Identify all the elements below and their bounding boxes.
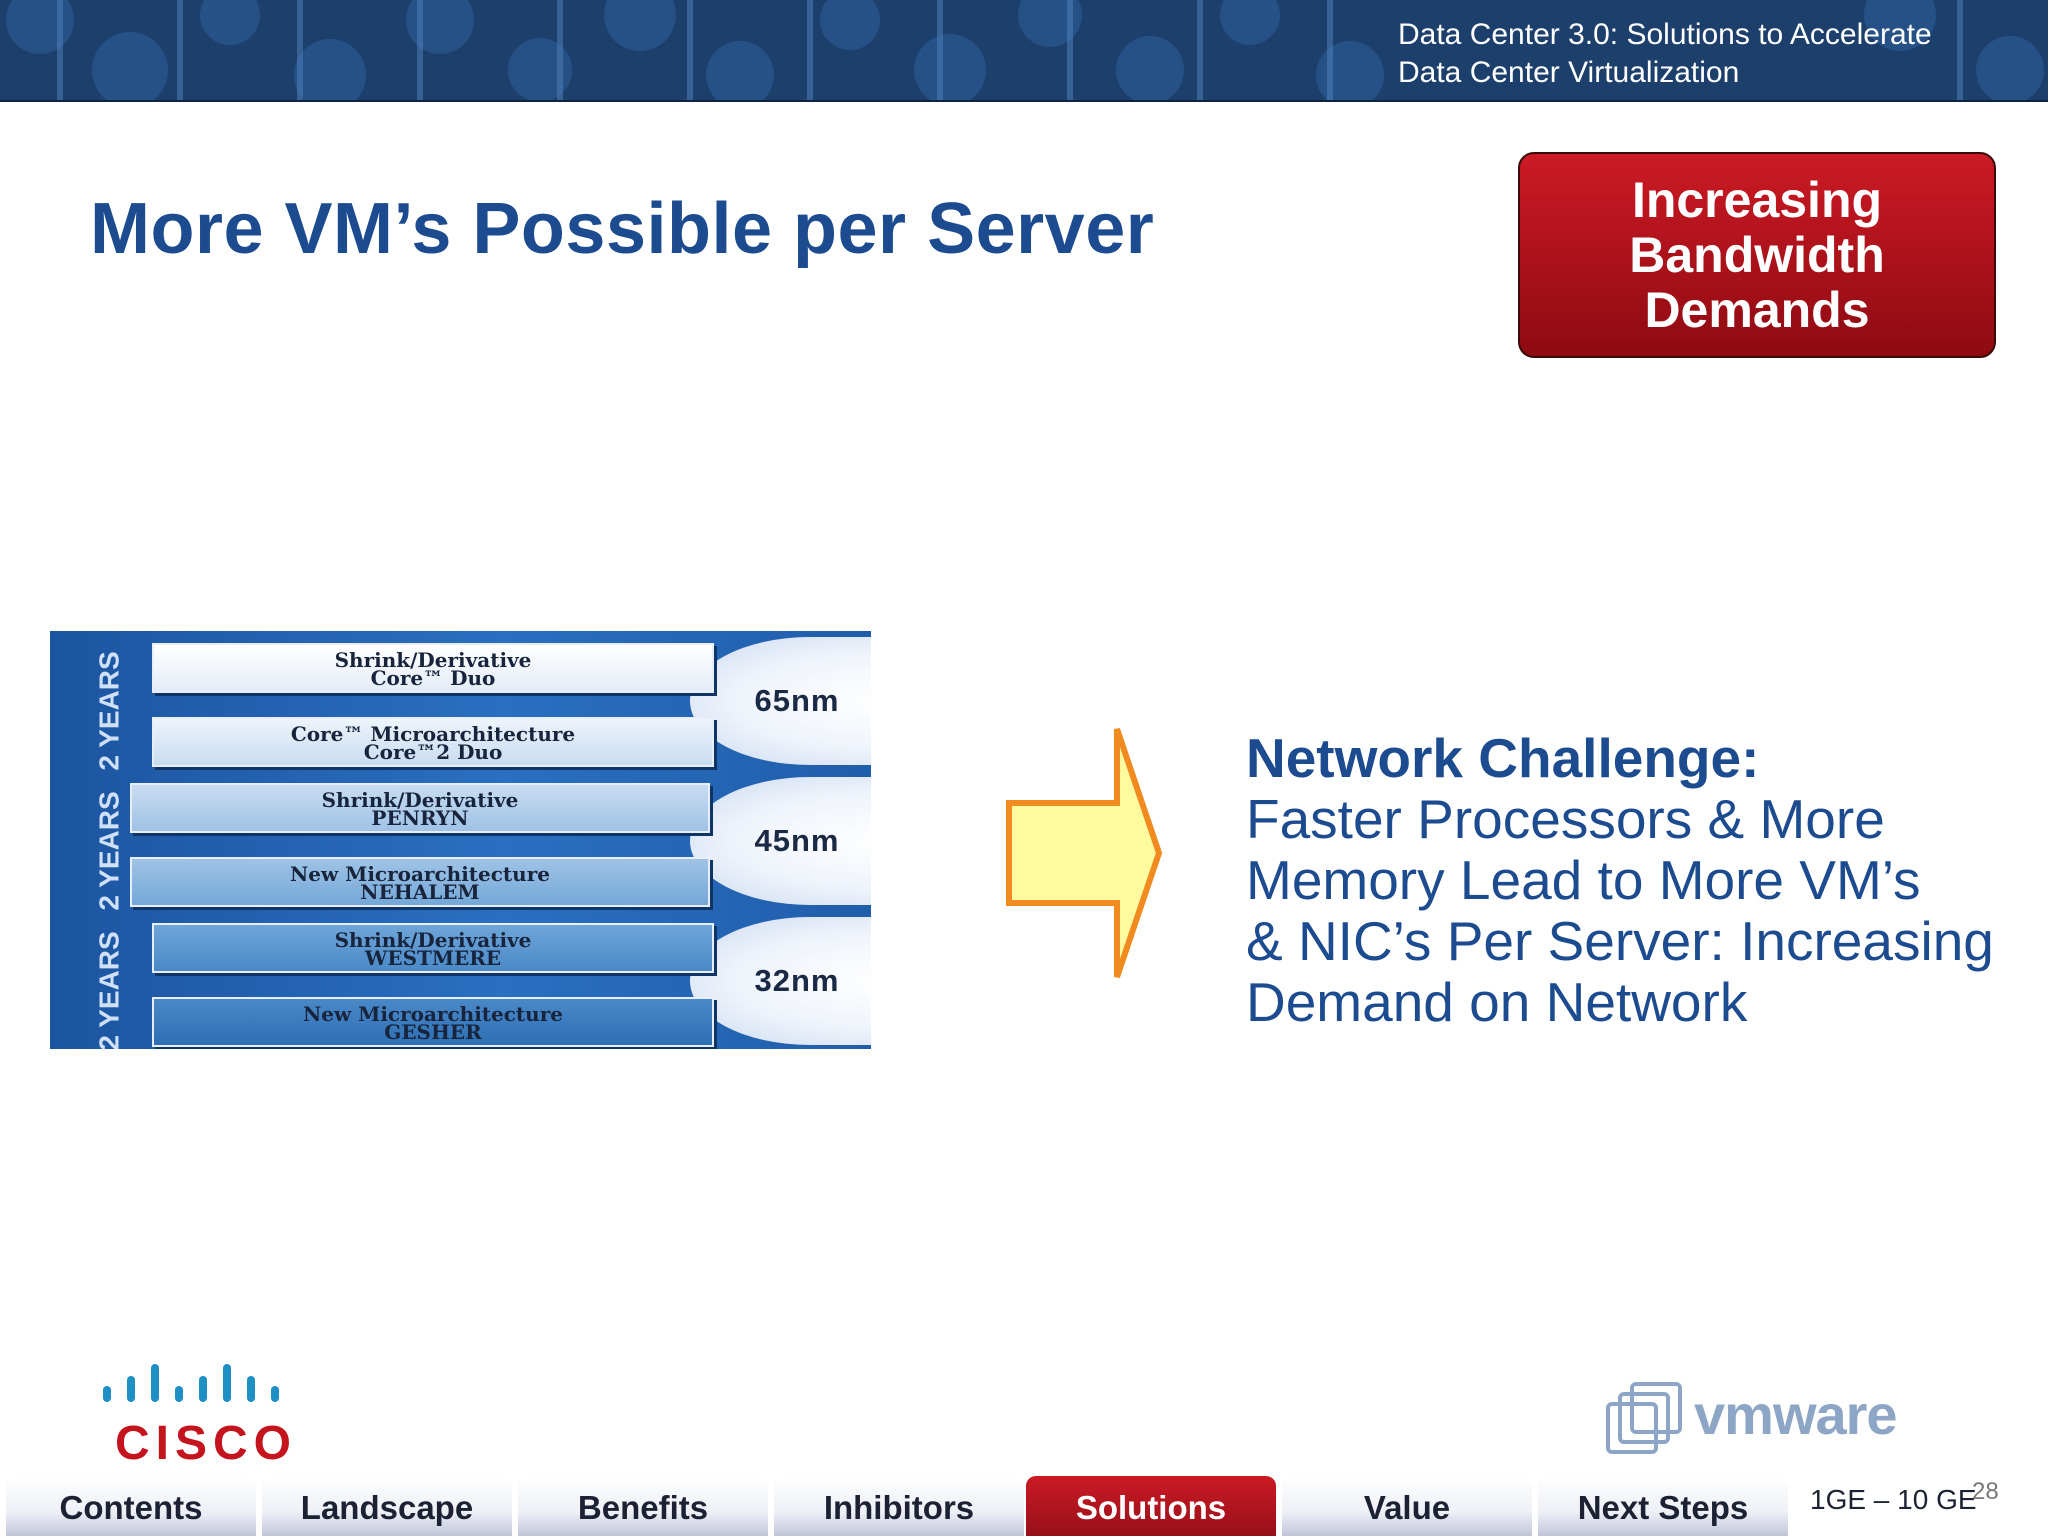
node-label-32nm: 32nm (754, 963, 840, 998)
cisco-bars-icon (103, 1364, 279, 1402)
challenge-heading: Network Challenge: (1246, 727, 1760, 789)
top-banner: Data Center 3.0: Solutions to Accelerate… (0, 0, 2048, 102)
nav-tab-next-steps[interactable]: Next Steps (1538, 1476, 1788, 1536)
network-challenge-text: Network Challenge: Faster Processors & M… (1246, 728, 2026, 1033)
page-title: More VM’s Possible per Server (90, 189, 1155, 269)
nav-tab-inhibitors[interactable]: Inhibitors (774, 1476, 1024, 1536)
node-tab (690, 917, 871, 1045)
nav-tab-value[interactable]: Value (1282, 1476, 1532, 1536)
challenge-line: Memory Lead to More VM’s (1246, 849, 1921, 911)
years-label: 2 YEARS (93, 931, 125, 1049)
bandwidth-badge: Increasing Bandwidth Demands (1518, 152, 1996, 358)
challenge-line: Demand on Network (1246, 971, 1748, 1033)
banner-title-line1: Data Center 3.0: Solutions to Accelerate (1398, 18, 1932, 51)
badge-line3: Demands (1644, 281, 1870, 338)
node-label-45nm: 45nm (754, 823, 840, 858)
challenge-line: & NIC’s Per Server: Increasing (1246, 910, 1994, 972)
processor-roadmap-image: 2 YEARS 2 YEARS 2 YEARS 65nm 45nm 32nm S… (50, 631, 871, 1049)
right-arrow-icon (1006, 728, 1163, 978)
nav-tab-landscape[interactable]: Landscape (262, 1476, 512, 1536)
node-tab (690, 637, 871, 765)
challenge-line: Faster Processors & More (1246, 788, 1885, 850)
nav-tab-contents[interactable]: Contents (6, 1476, 256, 1536)
cisco-logo: CISCO (115, 1417, 298, 1470)
node-tab (690, 777, 871, 905)
years-label: 2 YEARS (93, 791, 125, 911)
nav-tab-solutions[interactable]: Solutions (1026, 1476, 1276, 1536)
node-label-65nm: 65nm (754, 683, 840, 718)
bottom-nav: Contents Landscape Benefits Inhibitors S… (0, 1476, 1792, 1536)
nav-tab-benefits[interactable]: Benefits (518, 1476, 768, 1536)
page-number: 28 (1972, 1478, 1999, 1505)
years-label: 2 YEARS (93, 651, 125, 771)
banner-pattern (6, 0, 2044, 100)
badge-line1: Increasing (1631, 171, 1883, 228)
vmware-boxes-icon (1606, 1382, 1682, 1454)
badge-line2: Bandwidth (1629, 226, 1885, 283)
banner-title-line2: Data Center Virtualization (1398, 56, 1740, 89)
vmware-logo: vmware (1694, 1383, 1898, 1446)
banner-title: Data Center 3.0: Solutions to Accelerate… (1398, 16, 1932, 92)
footer-note: 1GE – 10 GE (1810, 1484, 1977, 1515)
